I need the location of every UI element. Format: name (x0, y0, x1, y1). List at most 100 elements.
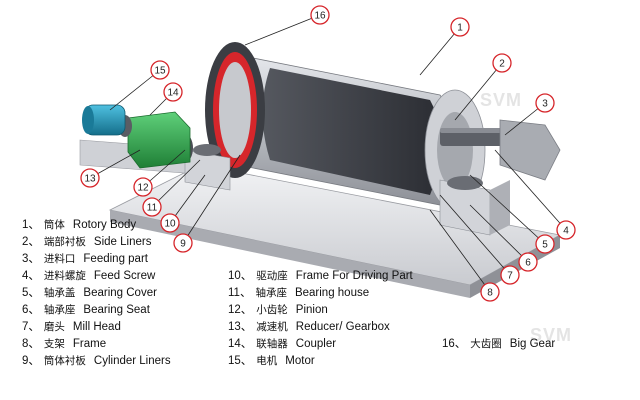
legend-chinese-label: 筒体衬板 (43, 355, 86, 367)
callout-circle-16 (310, 5, 330, 25)
legend-chinese-label: 支架 (43, 338, 65, 350)
legend-chinese-label: 轴承盖 (43, 287, 76, 299)
legend-item-8: 8、支架 Frame (22, 336, 106, 352)
callout-number-12: 12 (137, 183, 149, 194)
legend-number: 6、 (22, 304, 40, 316)
callout-circle-10 (160, 213, 180, 233)
callout-circle-6 (518, 252, 538, 272)
legend-number: 12、 (228, 304, 253, 316)
callout-number-7: 7 (507, 271, 513, 282)
legend-number: 7、 (22, 321, 40, 333)
callout-circle-3 (535, 93, 555, 113)
legend-number: 11、 (228, 287, 252, 299)
legend-chinese-label: 轴承座 (43, 304, 76, 316)
legend-english-label: Motor (285, 355, 315, 367)
legend-item-15: 15、电机 Motor (228, 353, 315, 369)
legend-number: 8、 (22, 338, 40, 350)
callout-leader-10 (169, 174, 206, 224)
legend-item-3: 3、进料口 Feeding part (22, 251, 148, 267)
watermark-bottom: SVM (530, 325, 573, 345)
legend-chinese-label: 电机 (256, 355, 278, 367)
legend-chinese-label: 小齿轮 (256, 304, 288, 316)
callout-circle-2 (492, 53, 512, 73)
legend-english-label: Bearing Seat (83, 304, 150, 316)
callout-leader-9 (182, 154, 241, 244)
callout-leader-2 (454, 62, 503, 121)
callout-circle-15 (150, 60, 170, 80)
legend-chinese-label: 磨头 (43, 321, 65, 333)
callout-leader-16 (244, 14, 321, 46)
callout-number-9: 9 (180, 239, 186, 250)
legend-item-7: 7、磨头 Mill Head (22, 319, 121, 335)
callout-circle-7 (500, 265, 520, 285)
callout-leader-5 (469, 174, 546, 245)
reducer (127, 111, 191, 169)
callout-number-10: 10 (164, 219, 176, 230)
legend-english-label: Frame For Driving Part (295, 270, 413, 282)
legend-english-label: Mill Head (72, 321, 121, 333)
legend-item-1: 1、筒体 Rotory Body (22, 217, 136, 233)
legend-chinese-label: 端部衬板 (43, 236, 86, 248)
legend-chinese-label: 轴承座 (255, 287, 287, 299)
callout-leader-4 (494, 149, 567, 231)
cylinder-liners (262, 68, 441, 195)
callout-number-13: 13 (84, 174, 96, 185)
callout-leader-7 (439, 194, 511, 276)
bearing-seat-right (439, 176, 510, 236)
legend-chinese-label: 进料口 (43, 253, 76, 265)
callout-number-14: 14 (167, 88, 179, 99)
callout-leader-1 (419, 26, 461, 76)
legend-item-2: 2、端部衬板 Side Liners (22, 234, 151, 250)
legend-english-label: Rotory Body (72, 219, 137, 231)
legend-english-label: Side Liners (93, 236, 152, 248)
callout-circle-14 (163, 82, 183, 102)
callout-circle-1 (450, 17, 470, 37)
legend-number: 1、 (22, 219, 40, 231)
legend-item-4: 4、进料螺旋 Feed Screw (22, 268, 155, 284)
callout-leader-8 (429, 209, 491, 293)
callout-leader-15 (109, 69, 161, 111)
legend-english-label: Big Gear (509, 338, 556, 350)
legend-number: 14、 (228, 338, 253, 350)
callout-number-11: 11 (147, 203, 158, 214)
callout-number-1: 1 (457, 23, 463, 34)
big-gear (205, 42, 265, 178)
legend-english-label: Feed Screw (93, 270, 156, 282)
callout-circle-5 (535, 234, 555, 254)
callout-number-16: 16 (314, 11, 326, 22)
legend-number: 15、 (228, 355, 253, 367)
legend-number: 9、 (22, 355, 40, 367)
callout-circle-12 (133, 177, 153, 197)
legend-chinese-label: 筒体 (43, 219, 65, 231)
legend-english-label: Bearing Cover (83, 287, 157, 299)
legend-chinese-label: 减速机 (256, 321, 288, 333)
callout-number-8: 8 (487, 288, 493, 299)
legend-english-label: Feeding part (83, 253, 148, 265)
legend-english-label: Pinion (295, 304, 328, 316)
callout-leader-6 (469, 204, 529, 263)
legend-number: 2、 (22, 236, 40, 248)
callout-number-5: 5 (542, 240, 548, 251)
callout-number-2: 2 (499, 59, 505, 70)
legend-english-label: Coupler (295, 338, 337, 350)
legend-chinese-label: 进料螺旋 (43, 270, 86, 282)
motor (82, 104, 126, 136)
callout-number-15: 15 (154, 66, 166, 77)
legend-item-12: 12、小齿轮 Pinion (228, 302, 328, 318)
callout-circle-11 (142, 197, 162, 217)
legend-number: 4、 (22, 270, 40, 282)
rotory-body (228, 54, 456, 206)
callout-circle-9 (173, 233, 193, 253)
callout-circle-13 (80, 168, 100, 188)
legend-english-label: Frame (72, 338, 107, 350)
legend-item-6: 6、轴承座 Bearing Seat (22, 302, 150, 318)
legend-number: 3、 (22, 253, 40, 265)
